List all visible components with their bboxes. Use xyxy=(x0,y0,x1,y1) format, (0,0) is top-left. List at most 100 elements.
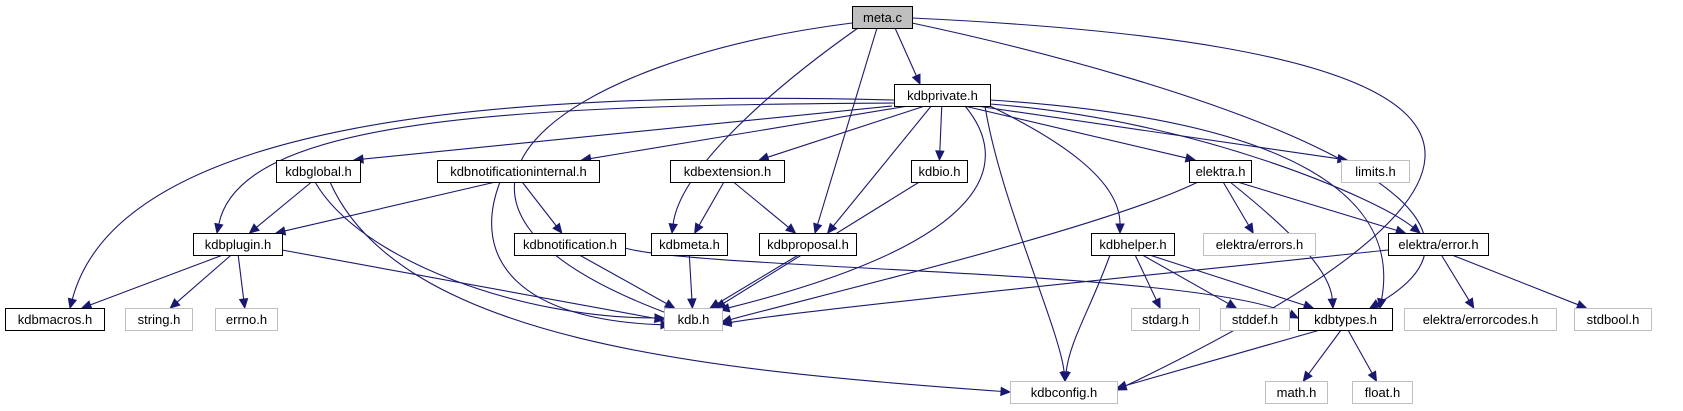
arrowhead xyxy=(1464,297,1475,310)
arrowhead xyxy=(758,152,770,162)
edge-elektra-error-h-to-kdb-h xyxy=(730,249,1389,323)
edge-kdbplugin-h-to-string-h xyxy=(176,254,232,303)
edge-kdbplugin-h-to-kdb-h xyxy=(281,249,656,319)
node-label: kdbglobal.h xyxy=(285,164,352,179)
node-box xyxy=(1265,381,1328,404)
edge-meta-c-to-kdbtypes-h xyxy=(911,22,1426,305)
edge-kdbprivate-h-to-kdbnotificationinternal-h xyxy=(590,105,909,160)
edge-meta-c-to-kdbproposal-h xyxy=(817,27,878,225)
node-kdbplugin-h[interactable]: kdbplugin.h xyxy=(193,233,283,256)
arrowhead xyxy=(1377,297,1387,310)
node-box xyxy=(193,233,283,256)
arrowhead xyxy=(694,222,704,235)
arrowhead xyxy=(1115,223,1125,235)
node-stdarg-h: stdarg.h xyxy=(1131,308,1200,331)
arrowhead xyxy=(663,299,676,309)
edge-meta-c-to-kdbmeta-h xyxy=(672,27,859,225)
node-kdbextension-h[interactable]: kdbextension.h xyxy=(670,160,785,183)
arrowhead xyxy=(67,297,78,310)
node-kdbhelper-h[interactable]: kdbhelper.h xyxy=(1091,233,1175,256)
arrowhead xyxy=(826,222,838,234)
node-box xyxy=(1298,308,1393,331)
arrowhead xyxy=(1225,299,1238,309)
edge-kdbhelper-h-to-stddef-h xyxy=(1141,254,1229,305)
node-errno-h: errno.h xyxy=(215,308,278,331)
edge-kdbnotification-h-to-kdb-h xyxy=(579,254,667,305)
edge-kdbprivate-h-to-kdbtypes-h xyxy=(989,99,1385,300)
arrowhead xyxy=(709,299,721,309)
edge-kdbproposal-h-to-kdb-h xyxy=(717,254,799,304)
node-string-h: string.h xyxy=(125,308,193,331)
node-kdbnotification-h[interactable]: kdbnotification.h xyxy=(514,233,626,256)
node-box xyxy=(1352,381,1413,404)
node-label: string.h xyxy=(138,312,181,327)
node-kdbio-h[interactable]: kdbio.h xyxy=(911,160,968,183)
edge-elektra-error-h-to-elektra-errorcodes-h xyxy=(1440,254,1470,301)
arrowhead xyxy=(238,297,249,310)
arrowhead xyxy=(687,298,697,310)
arrowhead xyxy=(1115,380,1128,390)
node-label: errno.h xyxy=(226,312,267,327)
edge-kdbprivate-h-to-kdbextension-h xyxy=(767,105,925,158)
node-elektra-h[interactable]: elektra.h xyxy=(1189,160,1252,183)
node-box xyxy=(894,84,991,107)
node-box xyxy=(664,308,723,331)
node-label: kdbtypes.h xyxy=(1314,312,1377,327)
node-label: elektra.h xyxy=(1196,164,1246,179)
node-box xyxy=(670,160,785,183)
arrowhead xyxy=(552,222,563,234)
node-label: kdbnotificationinternal.h xyxy=(450,164,587,179)
edge-kdbtypes-h-to-kdbconfig-h xyxy=(1125,329,1321,387)
edge-kdbprivate-h-to-kdbconfig-h xyxy=(984,105,1065,373)
edge-kdbprivate-h-to-elektra-error-h xyxy=(989,103,1414,228)
edge-kdbprivate-h-to-kdbplugin-h xyxy=(218,102,895,225)
edge-kdbtypes-h-to-math-h xyxy=(1308,329,1342,375)
node-label: kdbmacros.h xyxy=(18,312,92,327)
node-kdbproposal-h[interactable]: kdbproposal.h xyxy=(759,233,857,256)
node-box xyxy=(1388,233,1489,256)
nodes-layer: meta.c kdbprivate.h kdbglobal.h kdbnotifica… xyxy=(5,6,1652,404)
node-kdbmeta-h[interactable]: kdbmeta.h xyxy=(651,233,728,256)
node-stdbool-h: stdbool.h xyxy=(1574,308,1652,331)
node-box xyxy=(437,160,600,183)
node-kdbnotificationinternal-h[interactable]: kdbnotificationinternal.h xyxy=(437,160,600,183)
arrowhead xyxy=(1409,223,1421,234)
arrowhead xyxy=(720,317,733,328)
edge-kdbhelper-h-to-stdarg-h xyxy=(1134,254,1157,301)
edge-kdbprivate-h-to-kdbmacros-h xyxy=(71,97,895,300)
node-label: kdbnotification.h xyxy=(523,237,617,252)
node-label: elektra/error.h xyxy=(1398,237,1478,252)
edge-kdbglobal-h-to-kdbplugin-h xyxy=(256,181,312,228)
edge-elektra-h-to-kdb-h xyxy=(730,181,1199,321)
node-kdb-h: kdb.h xyxy=(664,308,723,331)
node-label: kdbhelper.h xyxy=(1099,237,1166,252)
edge-kdbprivate-h-to-kdbglobal-h xyxy=(362,105,893,160)
node-box xyxy=(1010,381,1118,404)
edge-kdbplugin-h-to-kdbmacros-h xyxy=(90,254,224,306)
node-stddef-h: stddef.h xyxy=(1220,308,1290,331)
node-label: stddef.h xyxy=(1232,312,1278,327)
node-elektra-error-h[interactable]: elektra/error.h xyxy=(1388,233,1489,256)
arrowhead xyxy=(653,313,666,323)
arrowhead xyxy=(1367,370,1378,383)
edge-elektra-h-to-elektra-errors-h xyxy=(1222,181,1250,226)
edge-elektra-h-to-elektra-error-h xyxy=(1237,181,1397,231)
node-kdbmacros-h[interactable]: kdbmacros.h xyxy=(5,308,105,331)
arrowhead xyxy=(1368,299,1381,309)
node-box xyxy=(852,6,913,29)
node-kdbprivate-h[interactable]: kdbprivate.h xyxy=(894,84,991,107)
node-box xyxy=(1341,160,1410,183)
node-label: kdbextension.h xyxy=(684,164,771,179)
node-meta-c[interactable]: meta.c xyxy=(852,6,913,29)
node-kdbglobal-h[interactable]: kdbglobal.h xyxy=(276,160,361,183)
edge-kdbhelper-h-to-kdbconfig-h xyxy=(1065,254,1111,373)
node-label: kdbplugin.h xyxy=(205,237,272,252)
node-box xyxy=(514,233,626,256)
node-box xyxy=(1091,233,1175,256)
node-kdbtypes-h[interactable]: kdbtypes.h xyxy=(1298,308,1393,331)
edge-meta-c-to-kdb-h xyxy=(513,22,853,316)
node-label: elektra/errors.h xyxy=(1216,237,1303,252)
edge-kdbglobal-h-to-kdb-h xyxy=(314,181,656,319)
edge-kdbplugin-h-to-errno-h xyxy=(237,254,245,300)
